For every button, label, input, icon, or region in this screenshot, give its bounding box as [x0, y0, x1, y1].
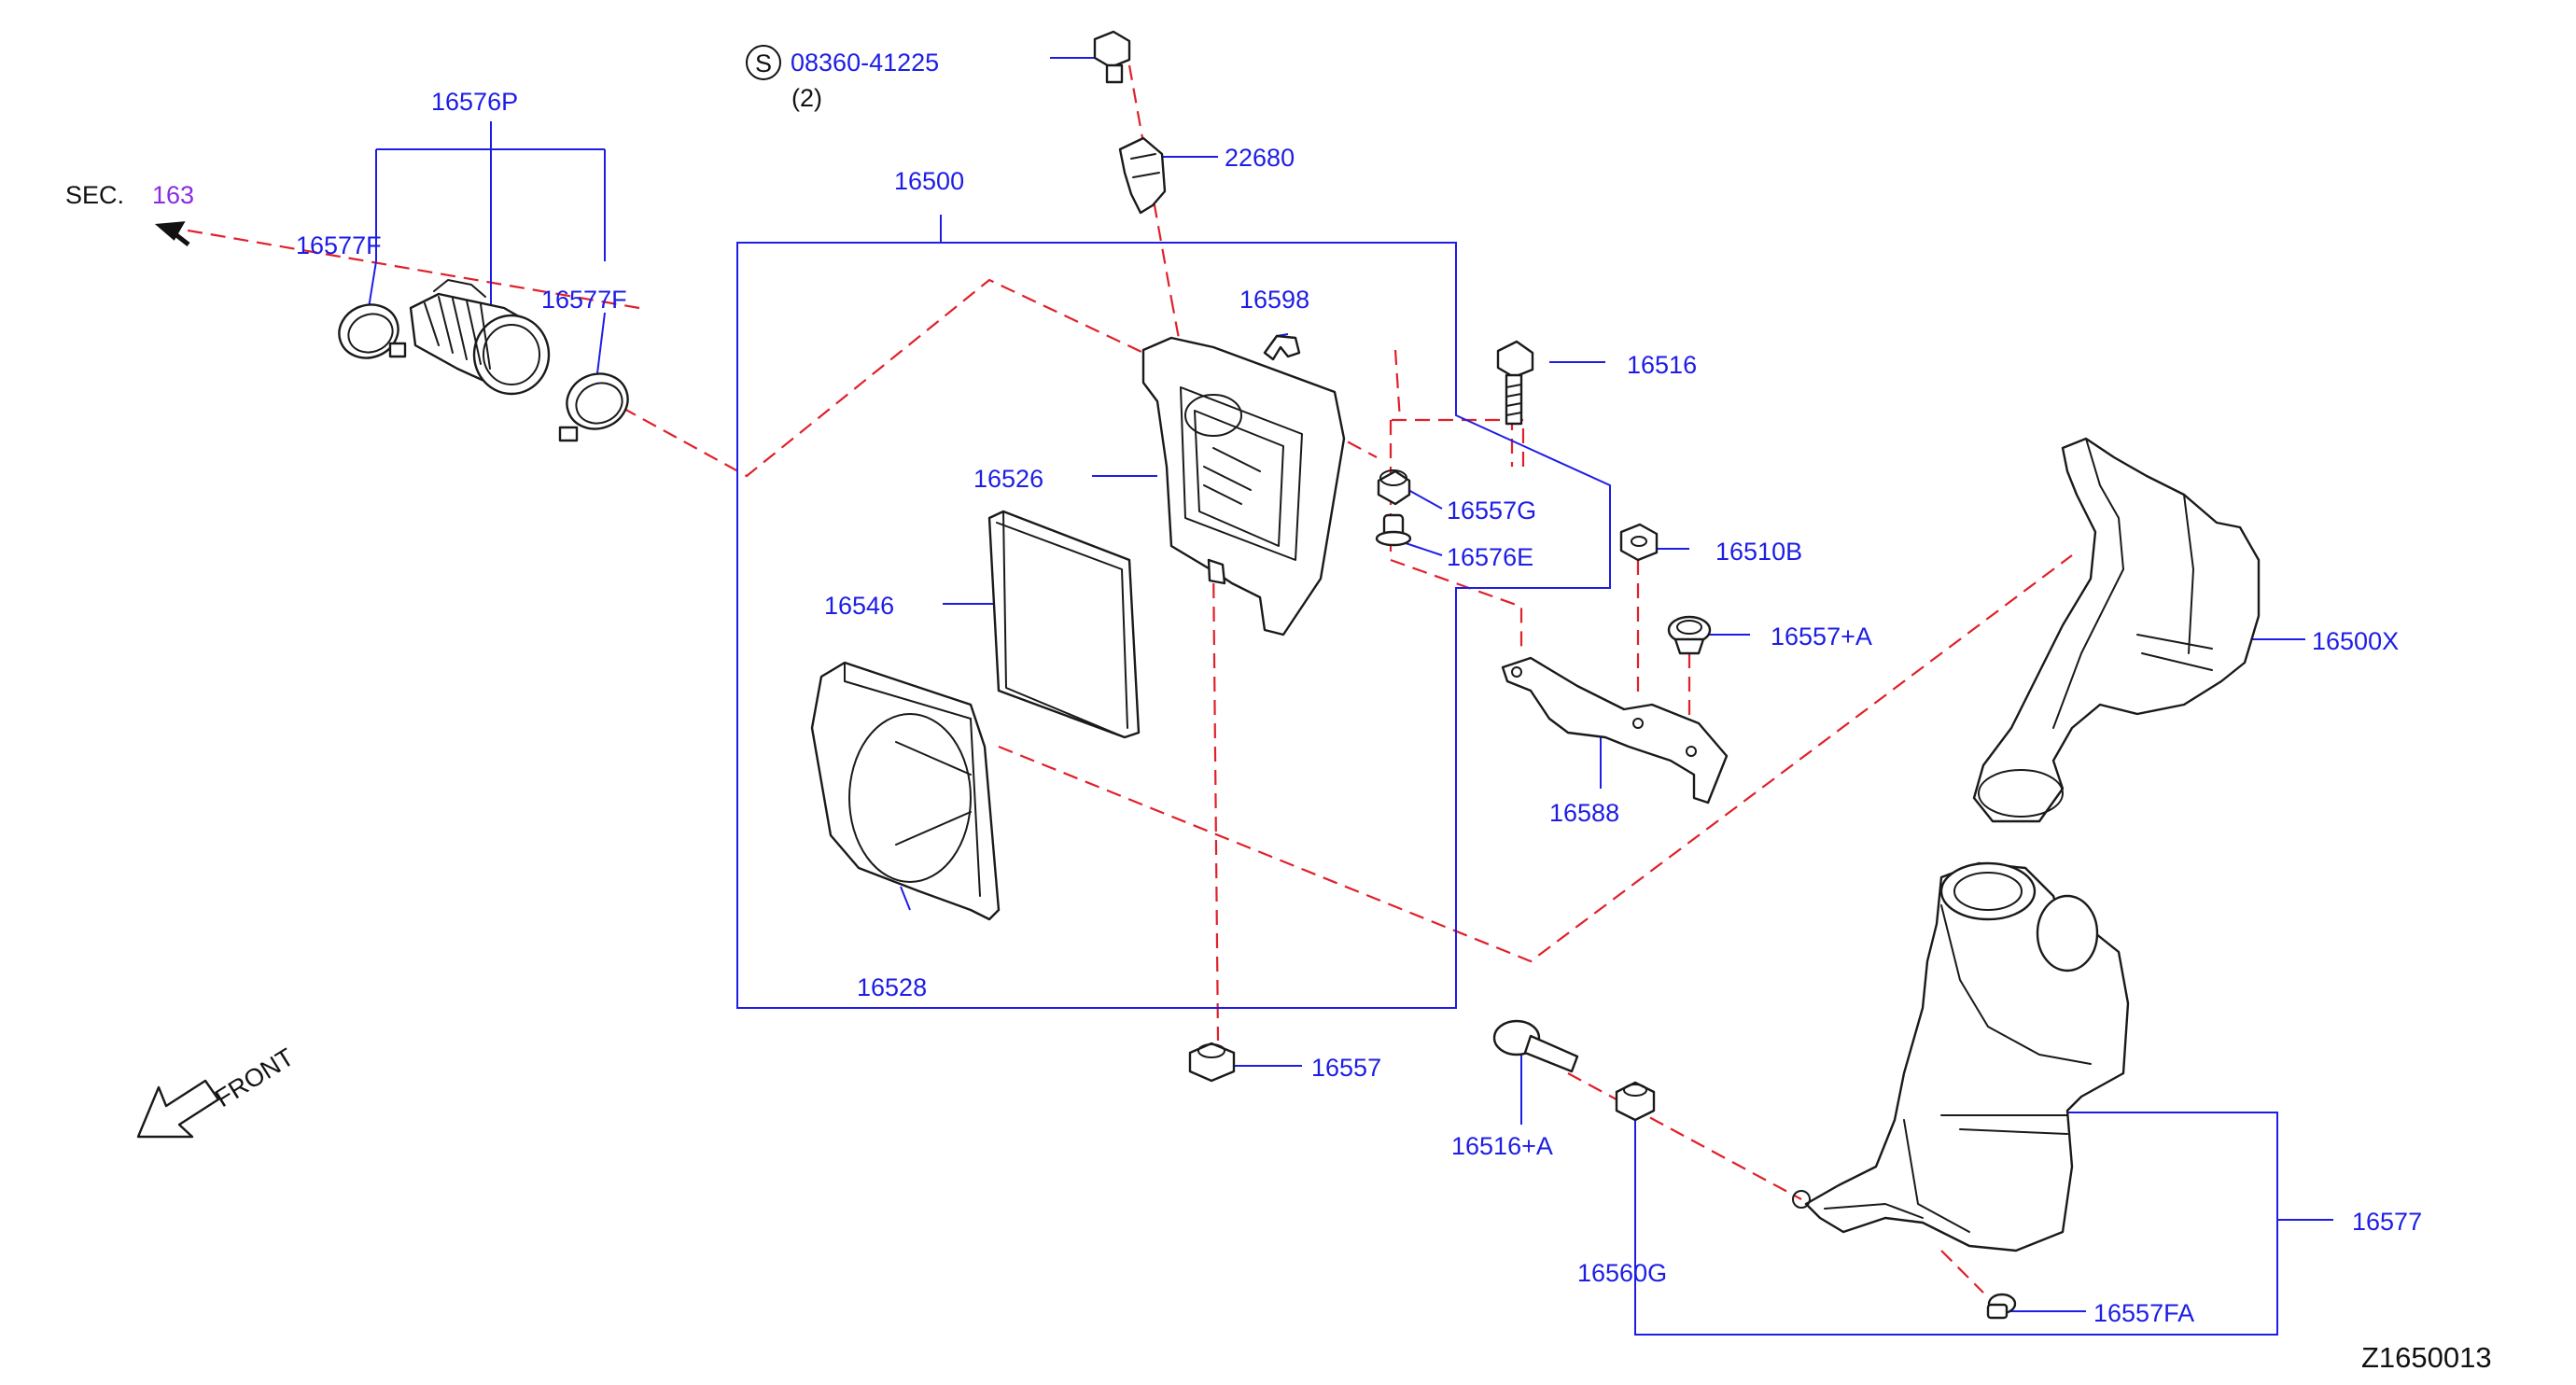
part-label-16510B: 16510B — [1715, 538, 1802, 566]
labels: 08360-41225 (2) SEC. 163 16576P 16577F 1… — [65, 49, 2492, 1374]
standard-part-number: 08360-41225 — [791, 49, 939, 77]
filter-element — [987, 510, 1141, 739]
clip-16557FA — [1986, 1293, 2017, 1320]
part-label-16588: 16588 — [1549, 799, 1619, 827]
group-frame-16500 — [736, 215, 1611, 1009]
air-duct-hose — [409, 279, 551, 396]
grommet-16560G — [1615, 1081, 1656, 1122]
part-label-16576E: 16576E — [1447, 543, 1533, 571]
standard-part-symbol-letter: S — [755, 49, 772, 77]
standard-part-qty: (2) — [791, 84, 822, 112]
standard-part-symbol: S — [746, 45, 781, 80]
part-label-16557: 16557 — [1311, 1054, 1381, 1082]
grommet-16557plusA — [1667, 615, 1712, 655]
drawing-code: Z1650013 — [2361, 1341, 2492, 1374]
grommet-16557G — [1377, 469, 1411, 506]
section-arrow-icon — [154, 221, 190, 246]
part-label-16516: 16516 — [1627, 351, 1697, 379]
part-label-16577F-right: 16577F — [541, 286, 627, 314]
part-label-16577: 16577 — [2352, 1208, 2422, 1236]
part-label-16526: 16526 — [973, 465, 1043, 493]
bolt-16516plusA — [1492, 1019, 1579, 1073]
part-label-16576P: 16576P — [431, 88, 518, 116]
part-label-22680: 22680 — [1225, 144, 1295, 172]
part-label-16598: 16598 — [1239, 286, 1309, 314]
section-number: 163 — [152, 181, 194, 209]
grommet-16557 — [1188, 1042, 1236, 1083]
part-label-16557G: 16557G — [1447, 497, 1536, 525]
part-label-16546: 16546 — [824, 592, 894, 620]
bolt-08360 — [1093, 30, 1131, 84]
hose-clamp-left — [338, 303, 407, 359]
bolt-16516 — [1496, 340, 1534, 426]
air-cleaner-upper-case — [1141, 336, 1346, 637]
collar-16576E — [1375, 513, 1412, 547]
hose-clamp-right — [558, 372, 629, 442]
nut-16510B — [1619, 523, 1659, 562]
part-label-16557plusA: 16557+A — [1771, 623, 1872, 651]
part-label-16577F-left: 16577F — [296, 231, 382, 259]
clip-16598 — [1263, 334, 1301, 361]
front-label: FRONT — [210, 1042, 299, 1112]
group-frame-16577 — [1634, 1112, 2333, 1336]
bracket-16588 — [1501, 656, 1729, 804]
part-label-16500: 16500 — [894, 167, 964, 195]
air-flow-sensor — [1118, 136, 1167, 215]
air-cleaner-lower-case — [810, 661, 1001, 921]
section-prefix: SEC. — [65, 181, 124, 209]
group-frame-16576P — [368, 121, 606, 374]
part-label-16516plusA: 16516+A — [1451, 1132, 1553, 1160]
front-arrow-icon — [136, 1079, 220, 1139]
part-label-16557FA: 16557FA — [2093, 1299, 2194, 1327]
part-label-16560G: 16560G — [1577, 1259, 1667, 1287]
part-label-16500X: 16500X — [2312, 627, 2399, 655]
part-label-16528: 16528 — [857, 973, 927, 1001]
air-inlet-duct-16577 — [1792, 861, 2130, 1252]
resonator-16500X — [1972, 437, 2261, 823]
